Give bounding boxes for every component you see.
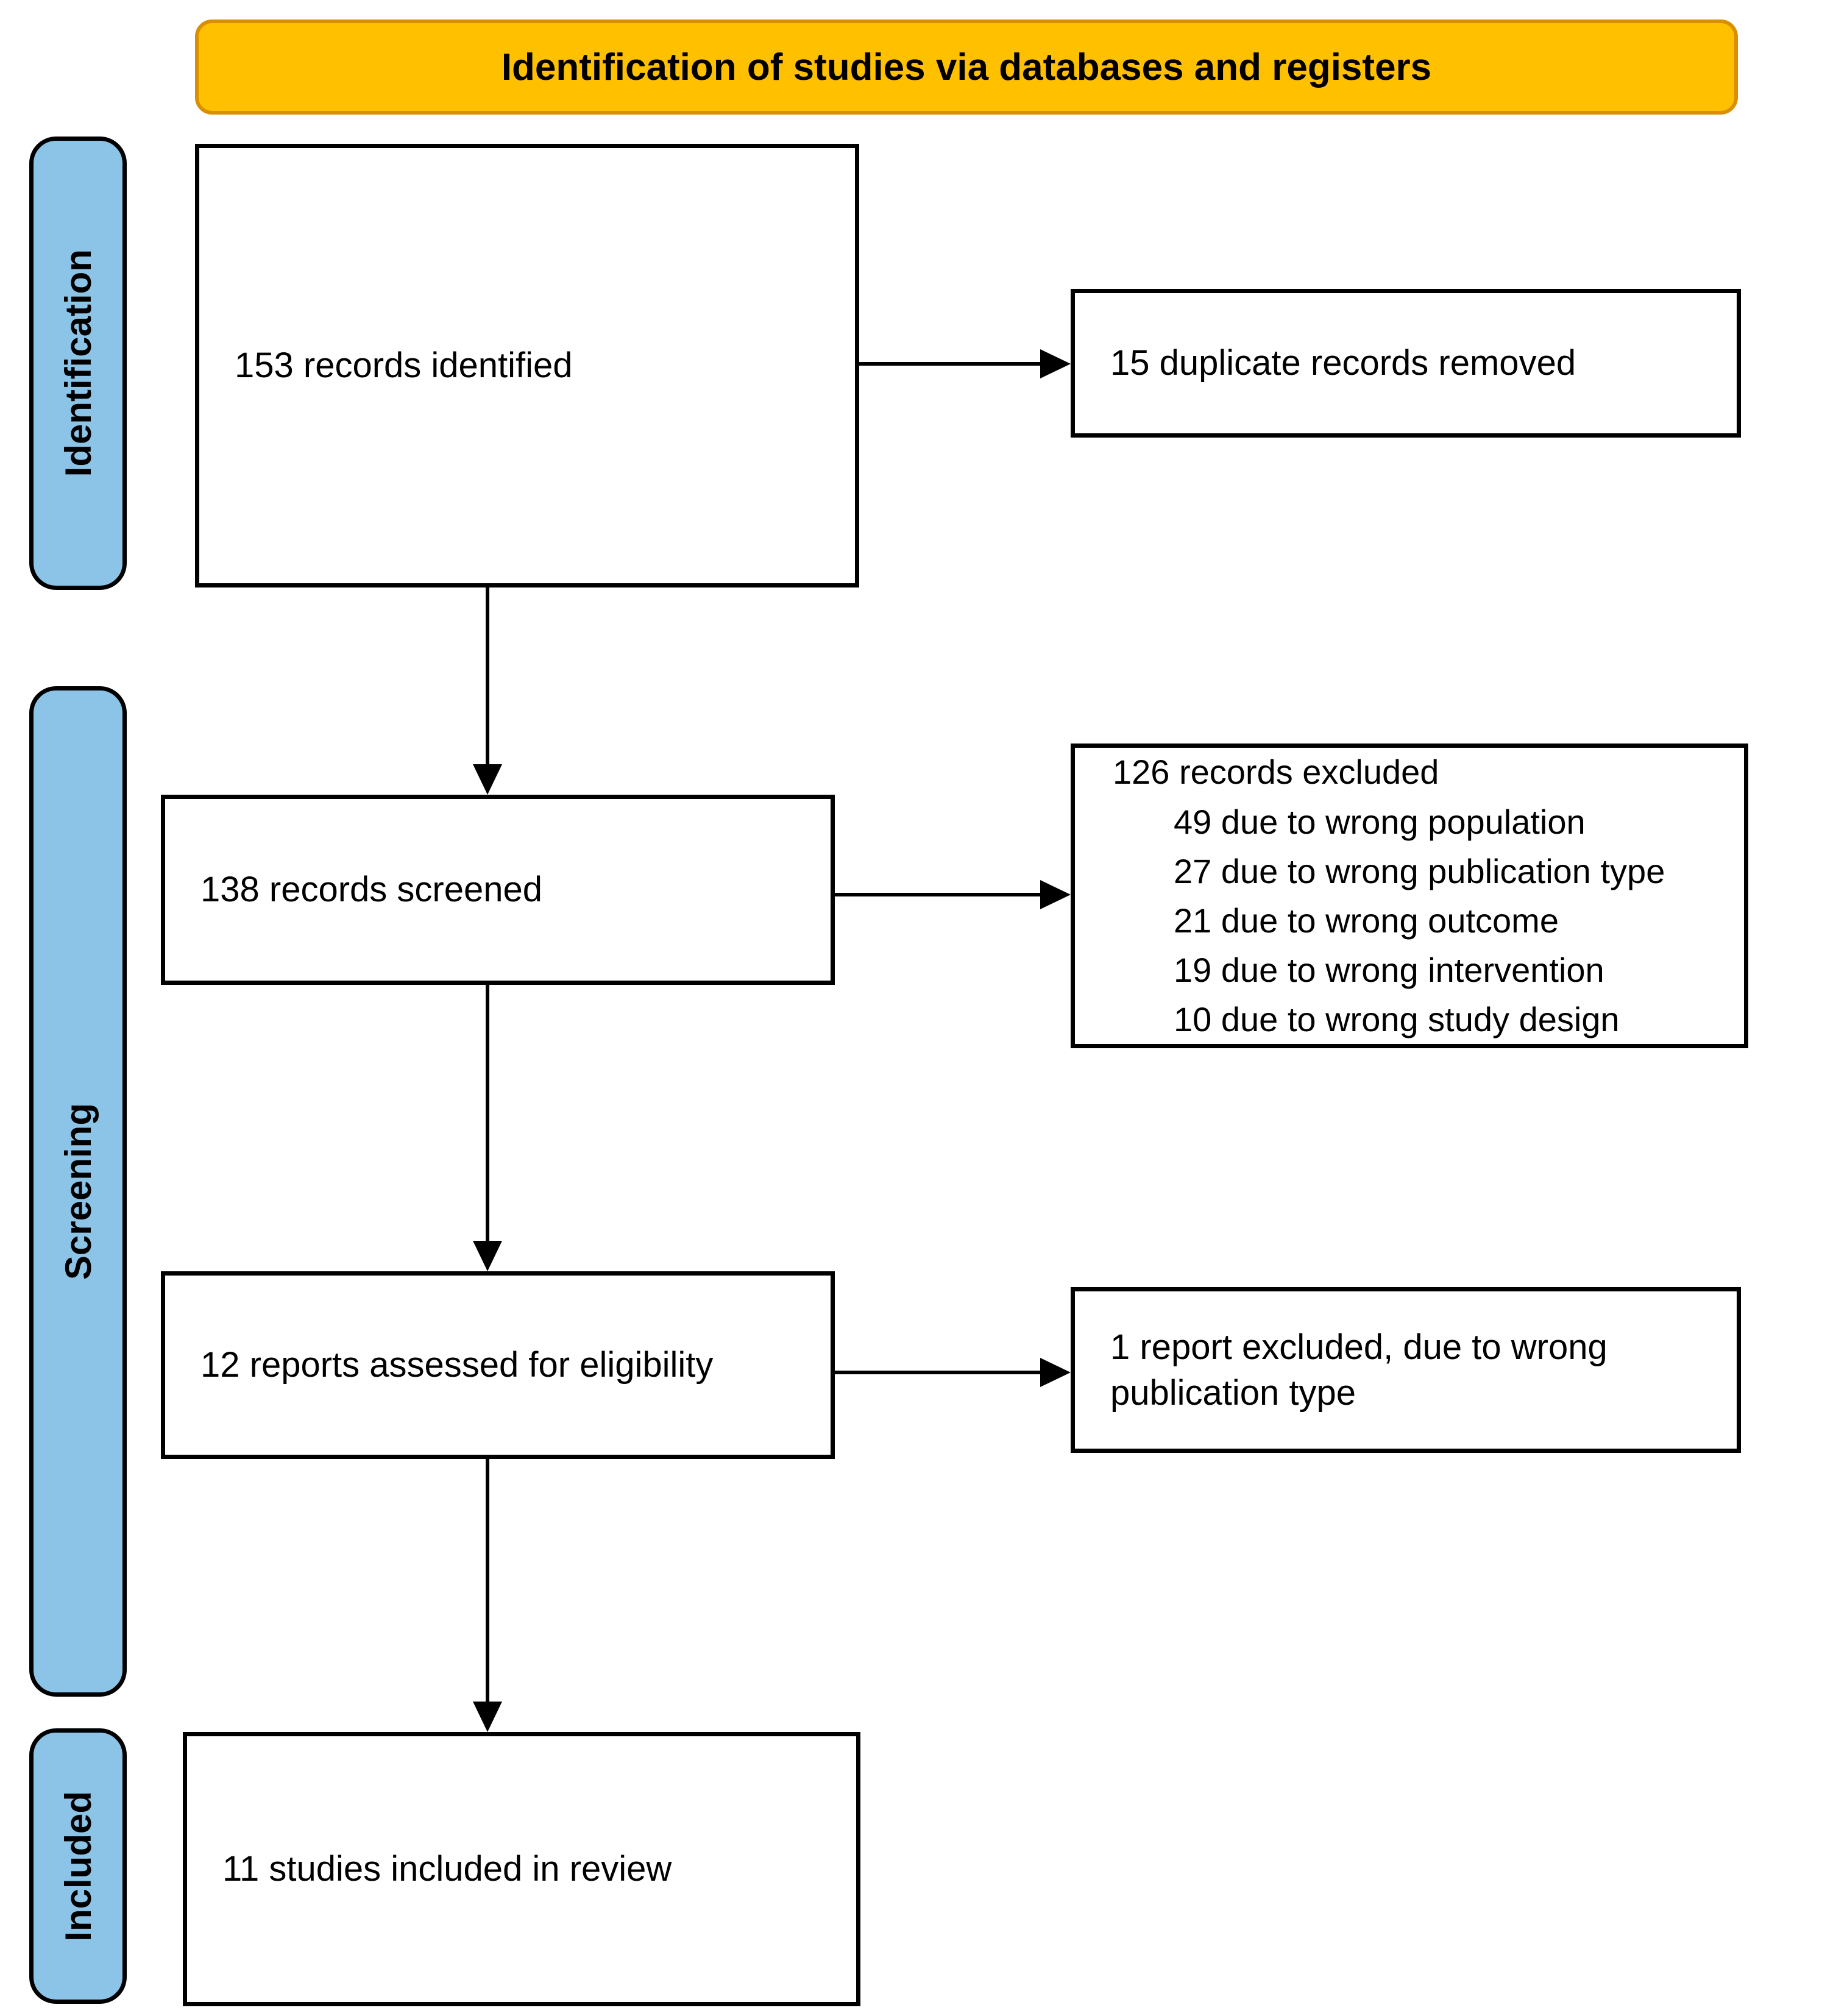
excluded-reason: 21 due to wrong outcome (1174, 901, 1559, 940)
box-studies-included-text: 11 studies included in review (222, 1849, 672, 1889)
box-duplicates-removed-text: 15 duplicate records removed (1110, 343, 1576, 383)
arrow-identified-to-duplicates (859, 349, 1071, 378)
arrow-line (486, 1459, 489, 1705)
arrow-screened-to-assessed (473, 985, 502, 1271)
arrow-assessed-to-report-excluded (835, 1358, 1071, 1387)
stage-bar-screening: Screening (29, 686, 127, 1697)
excluded-title: 126 records excluded (1113, 753, 1439, 792)
arrow-identified-to-screened (473, 587, 502, 795)
arrow-down-icon (473, 1702, 502, 1732)
arrow-assessed-to-included (473, 1459, 502, 1732)
box-studies-included: 11 studies included in review (183, 1732, 860, 2006)
title-banner: Identification of studies via databases … (195, 20, 1738, 115)
arrow-line (835, 1371, 1044, 1374)
box-records-excluded-content: 126 records excluded 49 due to wrong pop… (1075, 741, 1683, 1050)
box-records-identified-text: 153 records identified (235, 346, 573, 386)
box-report-excluded-text: 1 report excluded, due to wrong publicat… (1110, 1327, 1608, 1413)
arrow-down-icon (473, 1241, 502, 1271)
excluded-reason: 19 due to wrong intervention (1174, 951, 1604, 990)
stage-label-included: Included (57, 1791, 99, 1942)
arrow-right-icon (1040, 1358, 1071, 1387)
excluded-reason: 27 due to wrong publication type (1174, 851, 1665, 890)
stage-bar-included: Included (29, 1728, 127, 2004)
box-reports-assessed-text: 12 reports assessed for eligibility (200, 1345, 714, 1385)
arrow-line (859, 362, 1044, 366)
stage-label-identification: Identification (57, 249, 99, 477)
arrow-line (486, 587, 489, 768)
box-report-excluded: 1 report excluded, due to wrong publicat… (1071, 1287, 1741, 1453)
arrow-screened-to-excluded (835, 880, 1071, 909)
box-records-screened: 138 records screened (161, 795, 835, 985)
arrow-line (486, 985, 489, 1244)
stage-bar-identification: Identification (29, 137, 127, 590)
arrow-right-icon (1040, 349, 1071, 378)
arrow-line (835, 893, 1044, 896)
arrow-right-icon (1040, 880, 1071, 909)
arrow-down-icon (473, 764, 502, 795)
box-records-excluded: 126 records excluded 49 due to wrong pop… (1071, 744, 1748, 1048)
stage-label-screening: Screening (57, 1102, 99, 1280)
box-reports-assessed: 12 reports assessed for eligibility (161, 1271, 835, 1459)
title-banner-text: Identification of studies via databases … (501, 46, 1432, 88)
excluded-reason: 49 due to wrong population (1174, 802, 1586, 841)
box-records-identified: 153 records identified (195, 144, 859, 587)
box-records-screened-text: 138 records screened (200, 870, 542, 910)
box-duplicates-removed: 15 duplicate records removed (1071, 289, 1741, 438)
excluded-reason: 10 due to wrong study design (1174, 1000, 1620, 1039)
